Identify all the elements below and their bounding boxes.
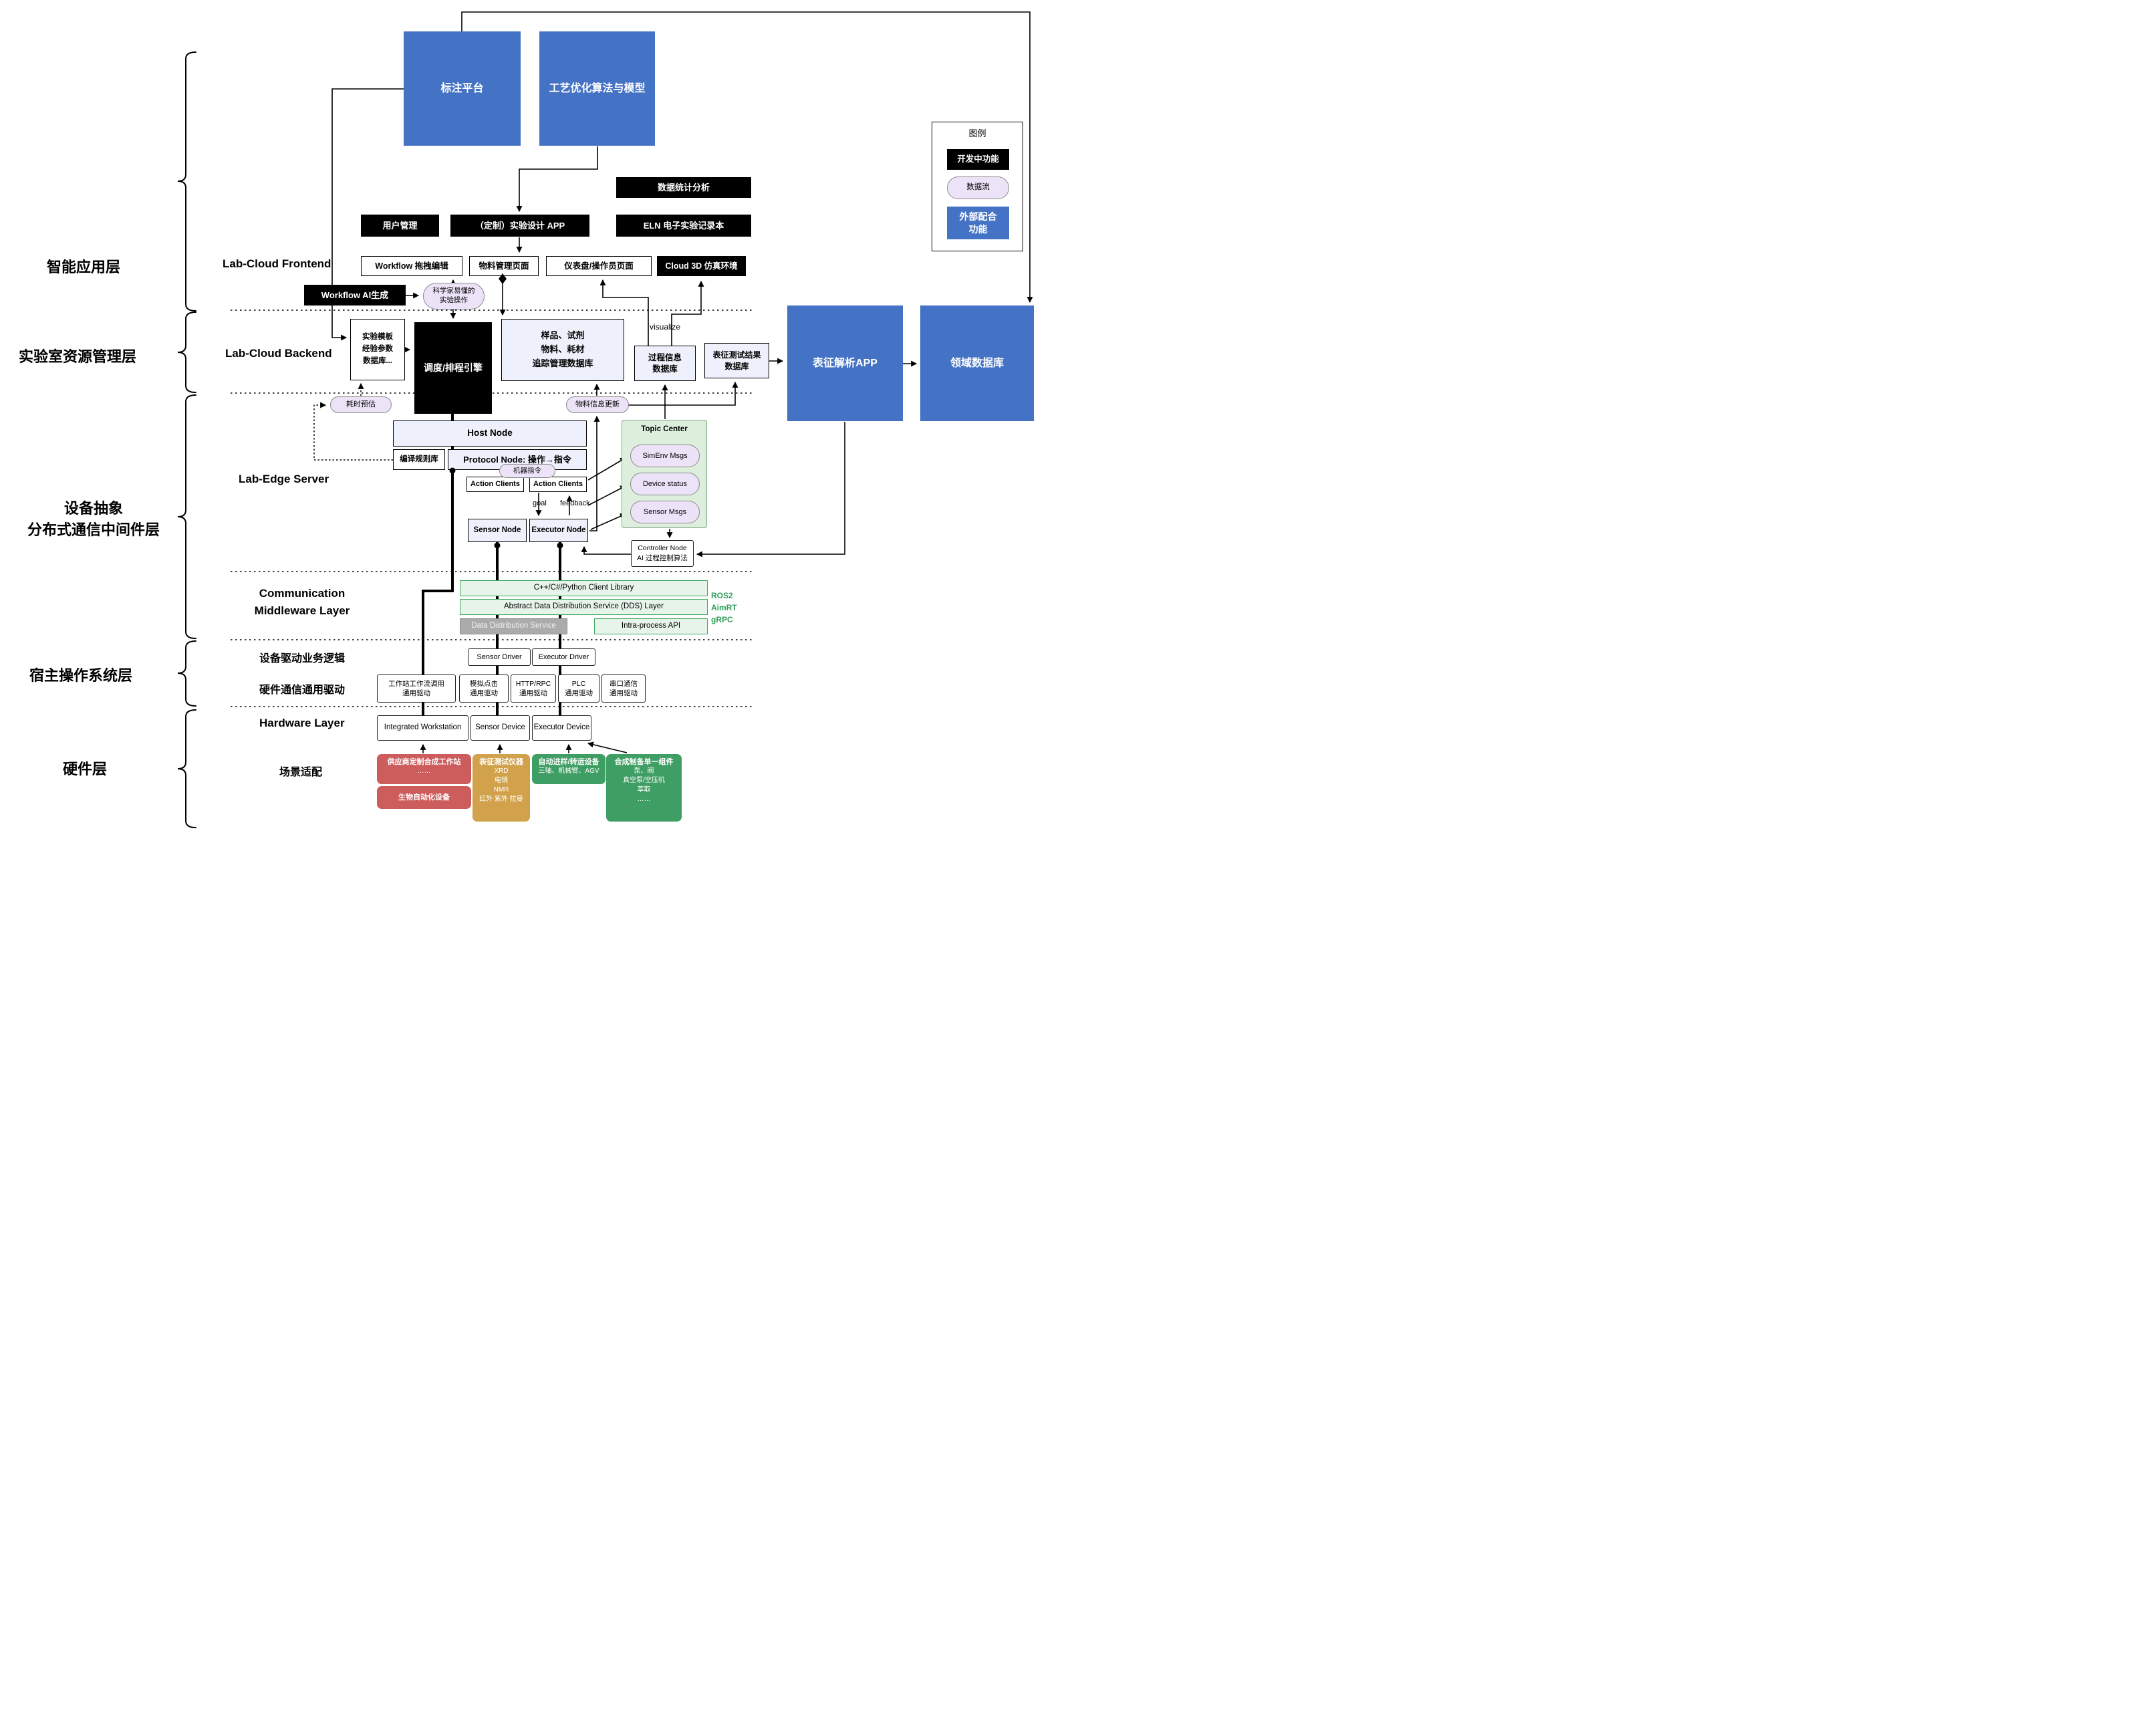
process-optimization-box: 工艺优化算法与模型 xyxy=(539,31,655,146)
frontend-section-label: Lab-Cloud Frontend xyxy=(223,257,331,270)
legend-in-development: 开发中功能 xyxy=(947,149,1009,170)
workflow-ai-box: Workflow AI生成 xyxy=(304,285,406,305)
workflow-drag-edit-box: Workflow 拖拽编辑 xyxy=(361,256,462,276)
middleware-section-label: Communication Middleware Layer xyxy=(254,587,350,617)
dds-layer-bar: Abstract Data Distribution Service (DDS)… xyxy=(460,599,708,615)
characterization-instruments-box: 表征测试仪器 XRD 电镜 NMR 红外 紫外 拉曼 xyxy=(473,754,530,822)
feedback-label: feedback xyxy=(560,499,590,507)
characterization-instruments-title: 表征测试仪器 xyxy=(479,758,523,766)
architecture-diagram: 智能应用层 实验室资源管理层 设备抽象 分布式通信中间件层 宿主操作系统层 硬件… xyxy=(0,0,1037,829)
executor-node-box: Executor Node xyxy=(529,519,588,542)
dds-service-bar: Data Distribution Service xyxy=(460,618,567,634)
layer-label-hardware: 硬件层 xyxy=(63,761,108,777)
legend-panel: 图例 开发中功能 数据流 外部配合 功能 xyxy=(932,122,1023,251)
scheduler-engine-box: 调度/排程引擎 xyxy=(414,322,492,414)
custom-design-app-box: （定制）实验设计 APP xyxy=(450,215,589,237)
legend-title: 图例 xyxy=(968,128,986,138)
topic-center-title: Topic Center xyxy=(641,425,688,433)
eln-box: ELN 电子实验记录本 xyxy=(616,215,751,237)
hw-driver-label: 硬件通信通用驱动 xyxy=(259,685,346,696)
layer-label-lab-resource: 实验室资源管理层 xyxy=(19,348,137,365)
topic-center-box: Topic Center SimEnv Msgs Device status S… xyxy=(622,420,707,528)
cloud-3d-sim-box: Cloud 3D 仿真环境 xyxy=(657,256,746,276)
bio-automation-box: 生物自动化设备 xyxy=(377,786,471,809)
sensor-driver-box: Sensor Driver xyxy=(468,648,531,666)
scientist-friendly-pill: 科学家易懂的 实验操作 xyxy=(423,283,485,310)
sampling-transfer-body: 三轴、机械臂、AGV xyxy=(538,767,599,775)
process-info-db-box: 过程信息 数据库 xyxy=(634,346,696,381)
executor-device-box: Executor Device xyxy=(532,715,591,741)
action-clients-right-box: Action Clients xyxy=(529,477,587,492)
serial-driver-box: 串口通信 通用驱动 xyxy=(601,674,646,703)
machine-command-pill: 机器指令 xyxy=(499,464,555,478)
action-clients-left-box: Action Clients xyxy=(466,477,524,492)
synthesis-components-body: 泵、阀 真空泵/空压机 萃取 …… xyxy=(623,767,665,804)
compile-rule-lib-box: 编译规则库 xyxy=(393,449,445,470)
connector-layer xyxy=(177,11,1033,828)
sampling-transfer-box: 自动进样/转运设备 三轴、机械臂、AGV xyxy=(532,754,605,784)
visualize-label: visualize xyxy=(650,322,681,332)
characterization-db-box: 表征测试结果 数据库 xyxy=(704,343,769,378)
characterization-instruments-body: XRD 电镜 NMR 红外 紫外 拉曼 xyxy=(479,767,523,804)
dashboard-page-box: 仪表盘/操作员页面 xyxy=(546,256,652,276)
material-page-box: 物料管理页面 xyxy=(469,256,539,276)
annotation-platform-box: 标注平台 xyxy=(404,31,521,146)
client-library-bar: C++/C#/Python Client Library xyxy=(460,580,708,596)
tracking-db-box: 样品、试剂 物料、耗材 追踪管理数据库 xyxy=(501,319,624,381)
vendor-workstation-box: 供应商定制合成工作站 …… xyxy=(377,754,471,784)
simenv-msgs-pill: SimEnv Msgs xyxy=(630,445,700,467)
dotted-arrows xyxy=(313,382,393,461)
scenario-label: 场景适配 xyxy=(279,767,323,778)
template-db-box: 实验模板 经验参数 数据库... xyxy=(350,319,405,380)
sensor-device-box: Sensor Device xyxy=(470,715,530,741)
domain-db-box: 领域数据库 xyxy=(920,305,1034,421)
material-update-pill: 物料信息更新 xyxy=(566,396,629,413)
vendor-workstation-title: 供应商定制合成工作站 xyxy=(387,758,461,766)
controller-node-box: Controller Node AI 过程控制算法 xyxy=(631,540,694,567)
vendor-workstation-body: …… xyxy=(417,767,431,775)
sensor-node-box: Sensor Node xyxy=(468,519,527,542)
time-estimation-pill: 耗时预估 xyxy=(330,396,392,413)
tech-stack-label: ROS2 AimRT gRPC xyxy=(711,591,737,624)
executor-driver-box: Executor Driver xyxy=(532,648,595,666)
characterization-app-box: 表征解析APP xyxy=(787,305,903,421)
backend-section-label: Lab-Cloud Backend xyxy=(225,347,332,360)
intra-process-api-bar: Intra-process API xyxy=(594,618,708,634)
synthesis-components-title: 合成制备单一组件 xyxy=(614,758,674,766)
user-management-box: 用户管理 xyxy=(361,215,439,237)
flow-arrows xyxy=(331,11,1033,753)
layer-label-intelligent-app: 智能应用层 xyxy=(47,259,121,275)
host-node-box: Host Node xyxy=(393,420,587,447)
driver-logic-label: 设备驱动业务逻辑 xyxy=(259,653,346,664)
integrated-workstation-box: Integrated Workstation xyxy=(377,715,468,741)
http-rpc-driver-box: HTTP/RPC 通用驱动 xyxy=(511,674,556,703)
edge-server-section-label: Lab-Edge Server xyxy=(239,473,329,485)
layer-braces xyxy=(177,51,196,828)
layer-label-device-abstraction: 设备抽象 分布式通信中间件层 xyxy=(27,500,160,538)
layer-separators xyxy=(231,310,754,707)
click-sim-driver-box: 模拟点击 通用驱动 xyxy=(459,674,509,703)
legend-data-flow: 数据流 xyxy=(947,176,1009,199)
legend-external-support: 外部配合 功能 xyxy=(947,207,1009,239)
layer-label-host-os: 宿主操作系统层 xyxy=(29,667,133,684)
goal-label: goal xyxy=(533,499,547,507)
data-statistics-box: 数据统计分析 xyxy=(616,177,751,198)
workstation-driver-box: 工作站工作流调用 通用驱动 xyxy=(377,674,456,703)
sensor-msgs-pill: Sensor Msgs xyxy=(630,501,700,523)
plc-driver-box: PLC 通用驱动 xyxy=(558,674,599,703)
synthesis-components-box: 合成制备单一组件 泵、阀 真空泵/空压机 萃取 …… xyxy=(606,754,682,822)
device-status-pill: Device status xyxy=(630,473,700,495)
hardware-section-label: Hardware Layer xyxy=(259,717,345,729)
bio-automation-title: 生物自动化设备 xyxy=(398,793,450,802)
sampling-transfer-title: 自动进样/转运设备 xyxy=(538,758,599,766)
protocol-node-box: Protocol Node: 操作→指令 xyxy=(448,449,587,470)
